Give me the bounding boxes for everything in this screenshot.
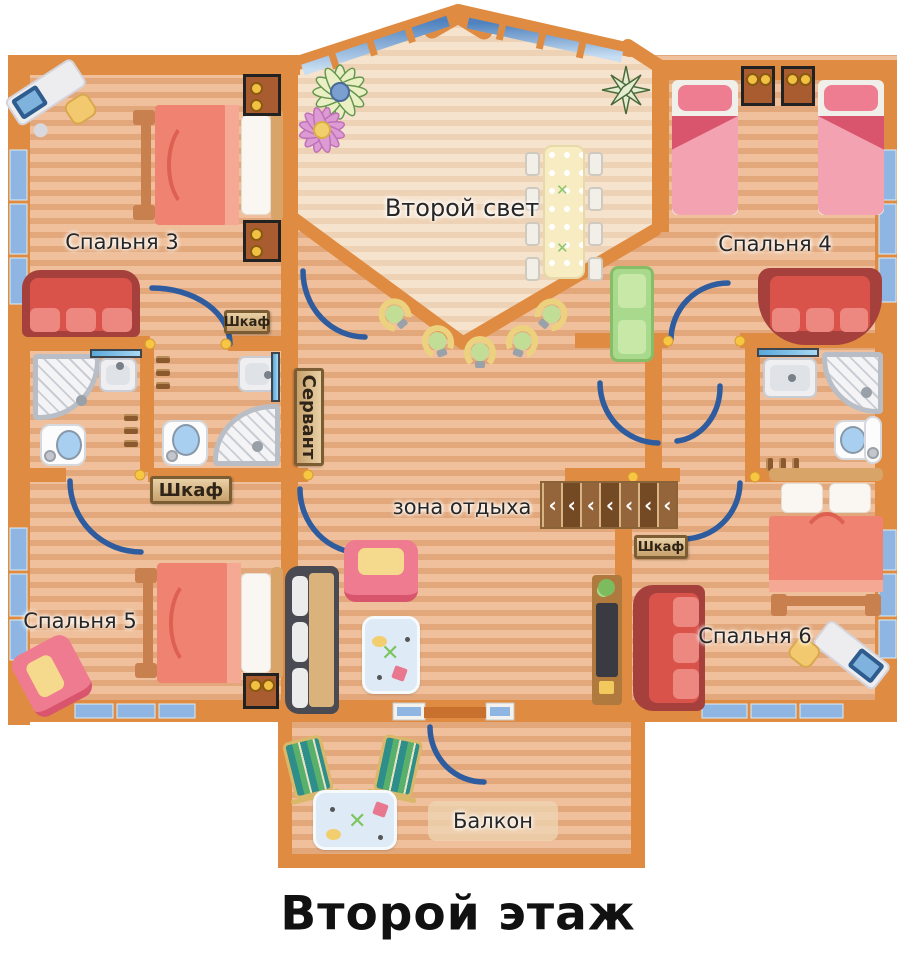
plant-icon [598,579,615,596]
dining-table: ✕ ✕ [543,145,585,279]
wardrobe-plaque: Шкаф [224,310,270,334]
dining-chair-icon [525,222,540,246]
pedestal-icon [864,416,882,464]
sink-icon [99,358,137,392]
sofa-dark [285,566,339,714]
hinge-dots [134,335,761,483]
balcony-table: ✕ [313,790,397,850]
mirror-icon [757,348,819,357]
page-title: Второй этаж [280,886,636,942]
windows [9,149,897,719]
dining-chair-icon [525,187,540,211]
coffee-table: ✕ [362,616,420,694]
bed-single-left [672,80,738,215]
bed-double-bedroom3 [133,105,283,225]
room-label-second-light: Второй свет [384,194,540,222]
roof-windows [301,15,624,76]
towel-rack-icon [156,358,170,389]
nightstand [243,220,281,262]
sofa-red-bedroom6 [633,585,705,711]
towel-rack-icon [124,416,138,447]
bed-double-bedroom6 [767,468,885,620]
dining-chair-icon [588,187,603,211]
room-label-balcony: Балкон [453,809,533,833]
toilet-icon [162,420,208,466]
room-label-bedroom6: Спальня 6 [698,624,812,648]
room-label-bedroom5: Спальня 5 [23,609,137,633]
nightstand [741,66,775,106]
toilet-icon [40,424,86,466]
sink-icon [763,358,817,398]
mirror-icon [90,349,142,358]
nightstand [781,66,815,106]
bed-double-bedroom5 [135,563,283,683]
room-label-relax-zone: зона отдыха [392,495,532,519]
armchair-pink [344,540,418,602]
sideboard-plaque: Сервант [294,368,324,466]
compass-rose-icon [601,65,651,115]
room-label-bedroom4: Спальня 4 [718,232,832,256]
office-chair-icon [464,336,496,370]
dining-chair-icon [525,257,540,281]
towel-rack-icon [768,458,799,471]
dining-chair-icon [588,222,603,246]
stool-icon [30,120,51,140]
dining-chair-icon [588,152,603,176]
flower-green-icon [312,64,368,120]
dining-chair-icon [525,152,540,176]
sofa-red-bedroom3 [22,270,140,337]
tv-icon [596,603,618,677]
sofa-green [610,266,654,362]
nightstand [243,74,281,116]
sofa-red-bedroom4 [758,268,882,345]
mirror-icon [271,352,280,402]
balcony-label-strip [428,801,558,841]
tv-stand [592,575,622,705]
bed-single-right [818,80,884,215]
wardrobe-plaque: Шкаф [150,476,232,504]
nightstand [243,673,279,709]
staircase: ‹‹ ‹‹ ‹‹ ‹ [540,481,678,529]
balcony-door [392,702,515,721]
flower-purple-icon [298,106,346,154]
room-label-bedroom3: Спальня 3 [65,230,179,254]
wardrobe-plaque: Шкаф [634,535,688,559]
dining-chair-icon [588,257,603,281]
